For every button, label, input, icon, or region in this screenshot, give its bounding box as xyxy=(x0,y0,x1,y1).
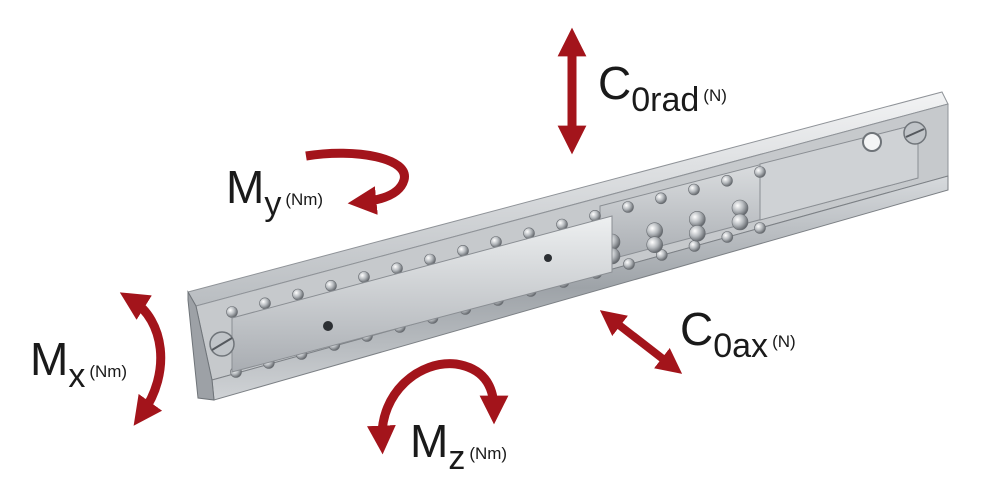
carriage-hole-left xyxy=(323,321,333,331)
ball-bearing xyxy=(358,271,370,283)
ball-bearing xyxy=(646,236,664,253)
ball-bearing xyxy=(731,199,749,217)
carriage-hole-right xyxy=(544,254,552,262)
ball-bearing xyxy=(754,166,766,178)
label-c0rad: C0rad(N) xyxy=(598,57,727,119)
label-c0ax: C0ax(N) xyxy=(680,303,796,365)
ball-bearing xyxy=(688,211,706,228)
front-carriage xyxy=(231,215,613,373)
arrow-mz xyxy=(367,359,509,455)
ball-bearing xyxy=(731,213,749,231)
ball-bearing xyxy=(688,240,701,252)
arrow-mx xyxy=(119,292,166,426)
ball-bearing xyxy=(721,175,733,187)
ball-bearing xyxy=(325,279,337,292)
ball-bearing xyxy=(292,288,304,301)
ball-bearing xyxy=(226,306,238,318)
ball-bearing xyxy=(688,183,700,196)
arrow-c0ax xyxy=(599,310,683,374)
ball-bearing xyxy=(721,231,734,243)
ball-bearing xyxy=(259,297,271,310)
ball-bearing xyxy=(754,222,766,234)
label-my: My(Nm) xyxy=(226,161,324,223)
rail-mount-hole xyxy=(862,132,882,152)
rail-end-face xyxy=(187,290,215,401)
label-mz: Mz(Nm) xyxy=(410,415,508,477)
ball-bearing xyxy=(646,222,664,239)
ball-bearing xyxy=(688,225,706,242)
ball-bearing xyxy=(622,201,634,213)
arrow-my xyxy=(305,148,409,215)
ball-bearing xyxy=(391,262,403,275)
ball-bearing xyxy=(655,249,668,261)
ball-bearing xyxy=(623,258,635,270)
ball-bearing xyxy=(655,192,667,205)
label-mx: Mx(Nm) xyxy=(30,333,128,395)
